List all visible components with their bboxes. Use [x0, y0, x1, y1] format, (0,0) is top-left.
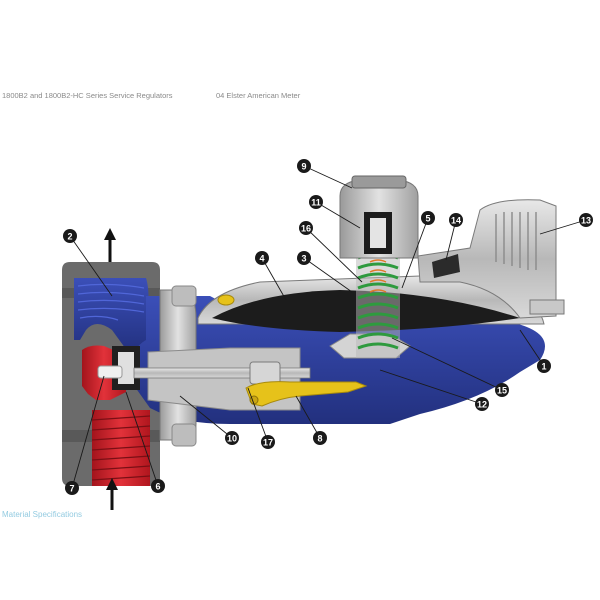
relief-vent-housing — [417, 199, 557, 319]
callout-label: 15 — [497, 386, 507, 396]
callout-17: 17 — [261, 435, 275, 449]
callout-label: 14 — [451, 216, 461, 226]
callout-1: 1 — [537, 359, 551, 373]
callout-13: 13 — [579, 213, 593, 227]
callout-label: 7 — [69, 484, 74, 494]
callout-10: 10 — [225, 431, 239, 445]
lever — [245, 381, 368, 407]
valve-stem-tip — [97, 365, 123, 379]
callout-9: 9 — [297, 159, 311, 173]
inlet-flow-arrow — [106, 478, 118, 510]
outlet-passage — [74, 278, 149, 354]
outlet-thread-lines — [77, 283, 145, 321]
callout-label: 12 — [477, 400, 487, 410]
inner-spring — [369, 259, 387, 293]
callout-11: 11 — [309, 195, 323, 209]
relief-flange — [529, 299, 565, 315]
header-page-info: 04 Elster American Meter — [216, 91, 301, 100]
callout-label: 3 — [301, 254, 306, 264]
callout-label: 1 — [541, 362, 546, 372]
vent-plug — [217, 294, 235, 306]
callout-label: 4 — [259, 254, 264, 264]
callout-5: 5 — [421, 211, 435, 225]
callout-label: 16 — [301, 224, 311, 234]
main-spring — [357, 252, 399, 350]
callout-2: 2 — [63, 229, 77, 243]
callout-3: 3 — [297, 251, 311, 265]
callout-7: 7 — [65, 481, 79, 495]
callout-label: 9 — [301, 162, 306, 172]
callouts: 1 2 3 4 5 6 7 8 9 10 11 12 13 14 15 16 1… — [63, 159, 593, 495]
callout-label: 2 — [67, 232, 72, 242]
leader-lines — [69, 165, 587, 489]
callout-label: 8 — [317, 434, 322, 444]
callout-label: 13 — [581, 216, 591, 226]
flange-ear — [171, 285, 197, 307]
callout-label: 5 — [425, 214, 430, 224]
callout-4: 4 — [255, 251, 269, 265]
callout-14: 14 — [449, 213, 463, 227]
outlet-flow-arrow — [104, 228, 116, 262]
callout-15: 15 — [495, 383, 509, 397]
callout-label: 17 — [263, 438, 273, 448]
callout-label: 6 — [155, 482, 160, 492]
callout-16: 16 — [299, 221, 313, 235]
section-caption: Material Specifications — [2, 510, 83, 519]
callout-6: 6 — [151, 479, 165, 493]
stem-coupling — [249, 361, 281, 385]
inlet-thread-lines — [91, 415, 151, 481]
relief-valve-seat — [432, 254, 460, 278]
valve-stem — [133, 367, 311, 379]
valve-orifice-assembly — [97, 346, 140, 390]
callout-8: 8 — [313, 431, 327, 445]
flange-ear — [171, 423, 197, 447]
adjusting-screw-insert — [370, 218, 386, 248]
header-series-title: 1800B2 and 1800B2-HC Series Service Regu… — [2, 91, 173, 100]
callout-12: 12 — [475, 397, 489, 411]
closing-cap — [351, 175, 407, 189]
callout-label: 11 — [311, 198, 321, 208]
vent-screen-lines — [495, 212, 537, 270]
callout-label: 10 — [227, 434, 237, 444]
